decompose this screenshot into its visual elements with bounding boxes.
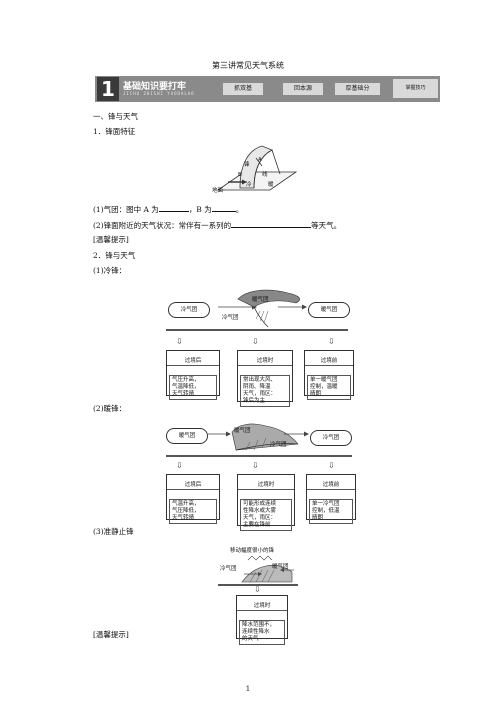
banner-number: 1 (97, 77, 119, 101)
cold-box-after: 过境后 气压升高， 气温降低， 天气转晴 (166, 350, 220, 400)
q1-mid: ，B 为 (188, 205, 212, 214)
warm-box-during-body: 可能形成连续 性降水或大雾 天气，雨区： 主要在锋前 (240, 499, 292, 531)
stationary-front-diagram (241, 555, 294, 583)
warm-box-after-title: 过境后 (167, 482, 219, 490)
q1-end: 。 (235, 205, 244, 214)
stationary-box-body: 降水范围不， 连续性降水 的天气 (239, 620, 285, 645)
question-1: (1)气团：图中 A 为 ，B 为 。 (93, 203, 243, 215)
front-diagram (216, 145, 298, 191)
banner-tab-4: 掌握技巧 (393, 79, 438, 98)
cold-box-during: 过境时 常出现大风、 阴雨、降温 天气，雨区： 锋后为主 (237, 350, 293, 407)
cold-mid-top: 暖气团 (252, 297, 269, 303)
q1-blank-a[interactable] (158, 203, 189, 212)
warm-arrow-2: ⇩ (252, 461, 259, 470)
q2-prefix: (2)锋面附近的天气状况：常伴有一系列的 (93, 221, 232, 230)
fig1-label-a: A (258, 157, 262, 163)
fig1-label-b: B (238, 172, 242, 178)
page-number: 1 (245, 685, 251, 693)
warm-box-after: 过境后 气温升高， 气压降低， 天气转晴 (166, 474, 220, 524)
warm-box-before-title: 过境前 (307, 482, 355, 490)
warm-box-before: 过境前 单一冷气团 控制，低温 晴朗 (306, 474, 356, 524)
warm-mid-top: 暖气团 (234, 428, 251, 434)
banner-tab-2: 回本源 (283, 83, 323, 95)
item-heading-1: 1．锋面特征 (93, 127, 136, 136)
cold-left-cloud: 冷气团 (168, 302, 210, 318)
banner-subtitle: JICHU ZHISHI YAODALAO (123, 91, 195, 96)
cold-ground-line (166, 329, 348, 331)
stationary-box: 过境时 降水范围不， 连续性降水 的天气 (236, 595, 288, 645)
q2-end: 等天气。 (311, 221, 342, 230)
cold-box-before-title: 过境前 (305, 358, 353, 366)
cold-front-label: (1)冷锋： (93, 266, 127, 275)
fig1-label-a1: 锋 (244, 162, 250, 168)
tip-1: [温馨提示] (93, 235, 129, 244)
stationary-arrow: ⇩ (254, 585, 261, 594)
page-title: 第三讲常见天气系统 (212, 61, 284, 70)
warm-arrow-3: ⇩ (328, 461, 335, 470)
cold-arrow-1: ⇩ (176, 337, 183, 346)
stationary-ground-line (218, 584, 298, 586)
fig1-label-a4: 冷 (246, 182, 252, 188)
stationary-warm: 暖气团 (272, 564, 289, 570)
warm-mid-bottom: 冷气团 (270, 442, 287, 448)
cold-box-after-title: 过境后 (167, 358, 219, 366)
banner-title: 基础知识要打牢 (123, 82, 187, 92)
warm-box-during-title: 过境时 (238, 482, 294, 490)
stationary-top-label: 移动幅度很小的锋 (230, 548, 275, 554)
q2-blank[interactable] (231, 219, 312, 228)
banner-tab-1: 抓双基 (223, 83, 263, 95)
tip-2: [温馨提示] (93, 630, 129, 639)
stationary-cold: 冷气团 (220, 566, 237, 572)
cold-box-during-title: 过境时 (238, 358, 292, 366)
warm-front-diagram (208, 423, 309, 451)
stationary-front-label: (3)准静止锋 (93, 527, 134, 536)
cold-box-after-body: 气压升高， 气温降低， 天气转晴 (169, 375, 217, 400)
warm-box-during: 过境时 可能形成连续 性降水或大雾 天气，雨区： 主要在锋前 (237, 474, 295, 531)
question-2: (2)锋面附近的天气状况：常伴有一系列的 等天气。 (93, 219, 341, 231)
warm-box-before-body: 单一冷气团 控制，低温 晴朗 (309, 499, 353, 524)
q1-blank-b[interactable] (211, 203, 236, 212)
warm-ground-line (166, 455, 352, 457)
fig1-label-a3: 暖 (268, 182, 274, 188)
item-heading-2: 2．锋与天气 (93, 251, 136, 260)
fig1-label-a2: 线 (262, 172, 268, 178)
cold-mid-bottom: 冷气团 (222, 315, 239, 321)
cold-arrow-3: ⇩ (328, 337, 335, 346)
fig1-label-ground: 地面 (212, 188, 224, 194)
cold-box-during-body: 常出现大风、 阴雨、降温 天气，雨区： 锋后为主 (240, 375, 290, 407)
banner-tab-3: 厚基础分 (335, 83, 380, 95)
section-banner: 1 基础知识要打牢 JICHU ZHISHI YAODALAO 抓双基 回本源 … (95, 76, 440, 102)
warm-left-cloud: 暖气团 (166, 428, 208, 444)
warm-right-cloud: 冷气团 (310, 430, 352, 446)
cold-right-cloud: 暖气团 (308, 302, 350, 318)
stationary-box-title: 过境时 (237, 603, 287, 611)
q1-prefix: (1)气团：图中 A 为 (93, 205, 159, 214)
cold-box-before: 过境前 单一暖气团 控制，温暖 晴朗 (304, 350, 354, 400)
warm-front-label: (2)暖锋： (93, 404, 127, 413)
cold-front-diagram (218, 289, 307, 328)
section-heading: 一、锋与天气 (93, 112, 138, 121)
warm-arrow-1: ⇩ (176, 461, 183, 470)
cold-box-before-body: 单一暖气团 控制，温暖 晴朗 (307, 375, 351, 400)
warm-box-after-body: 气温升高， 气压降低， 天气转晴 (169, 499, 217, 524)
cold-arrow-2: ⇩ (252, 337, 259, 346)
